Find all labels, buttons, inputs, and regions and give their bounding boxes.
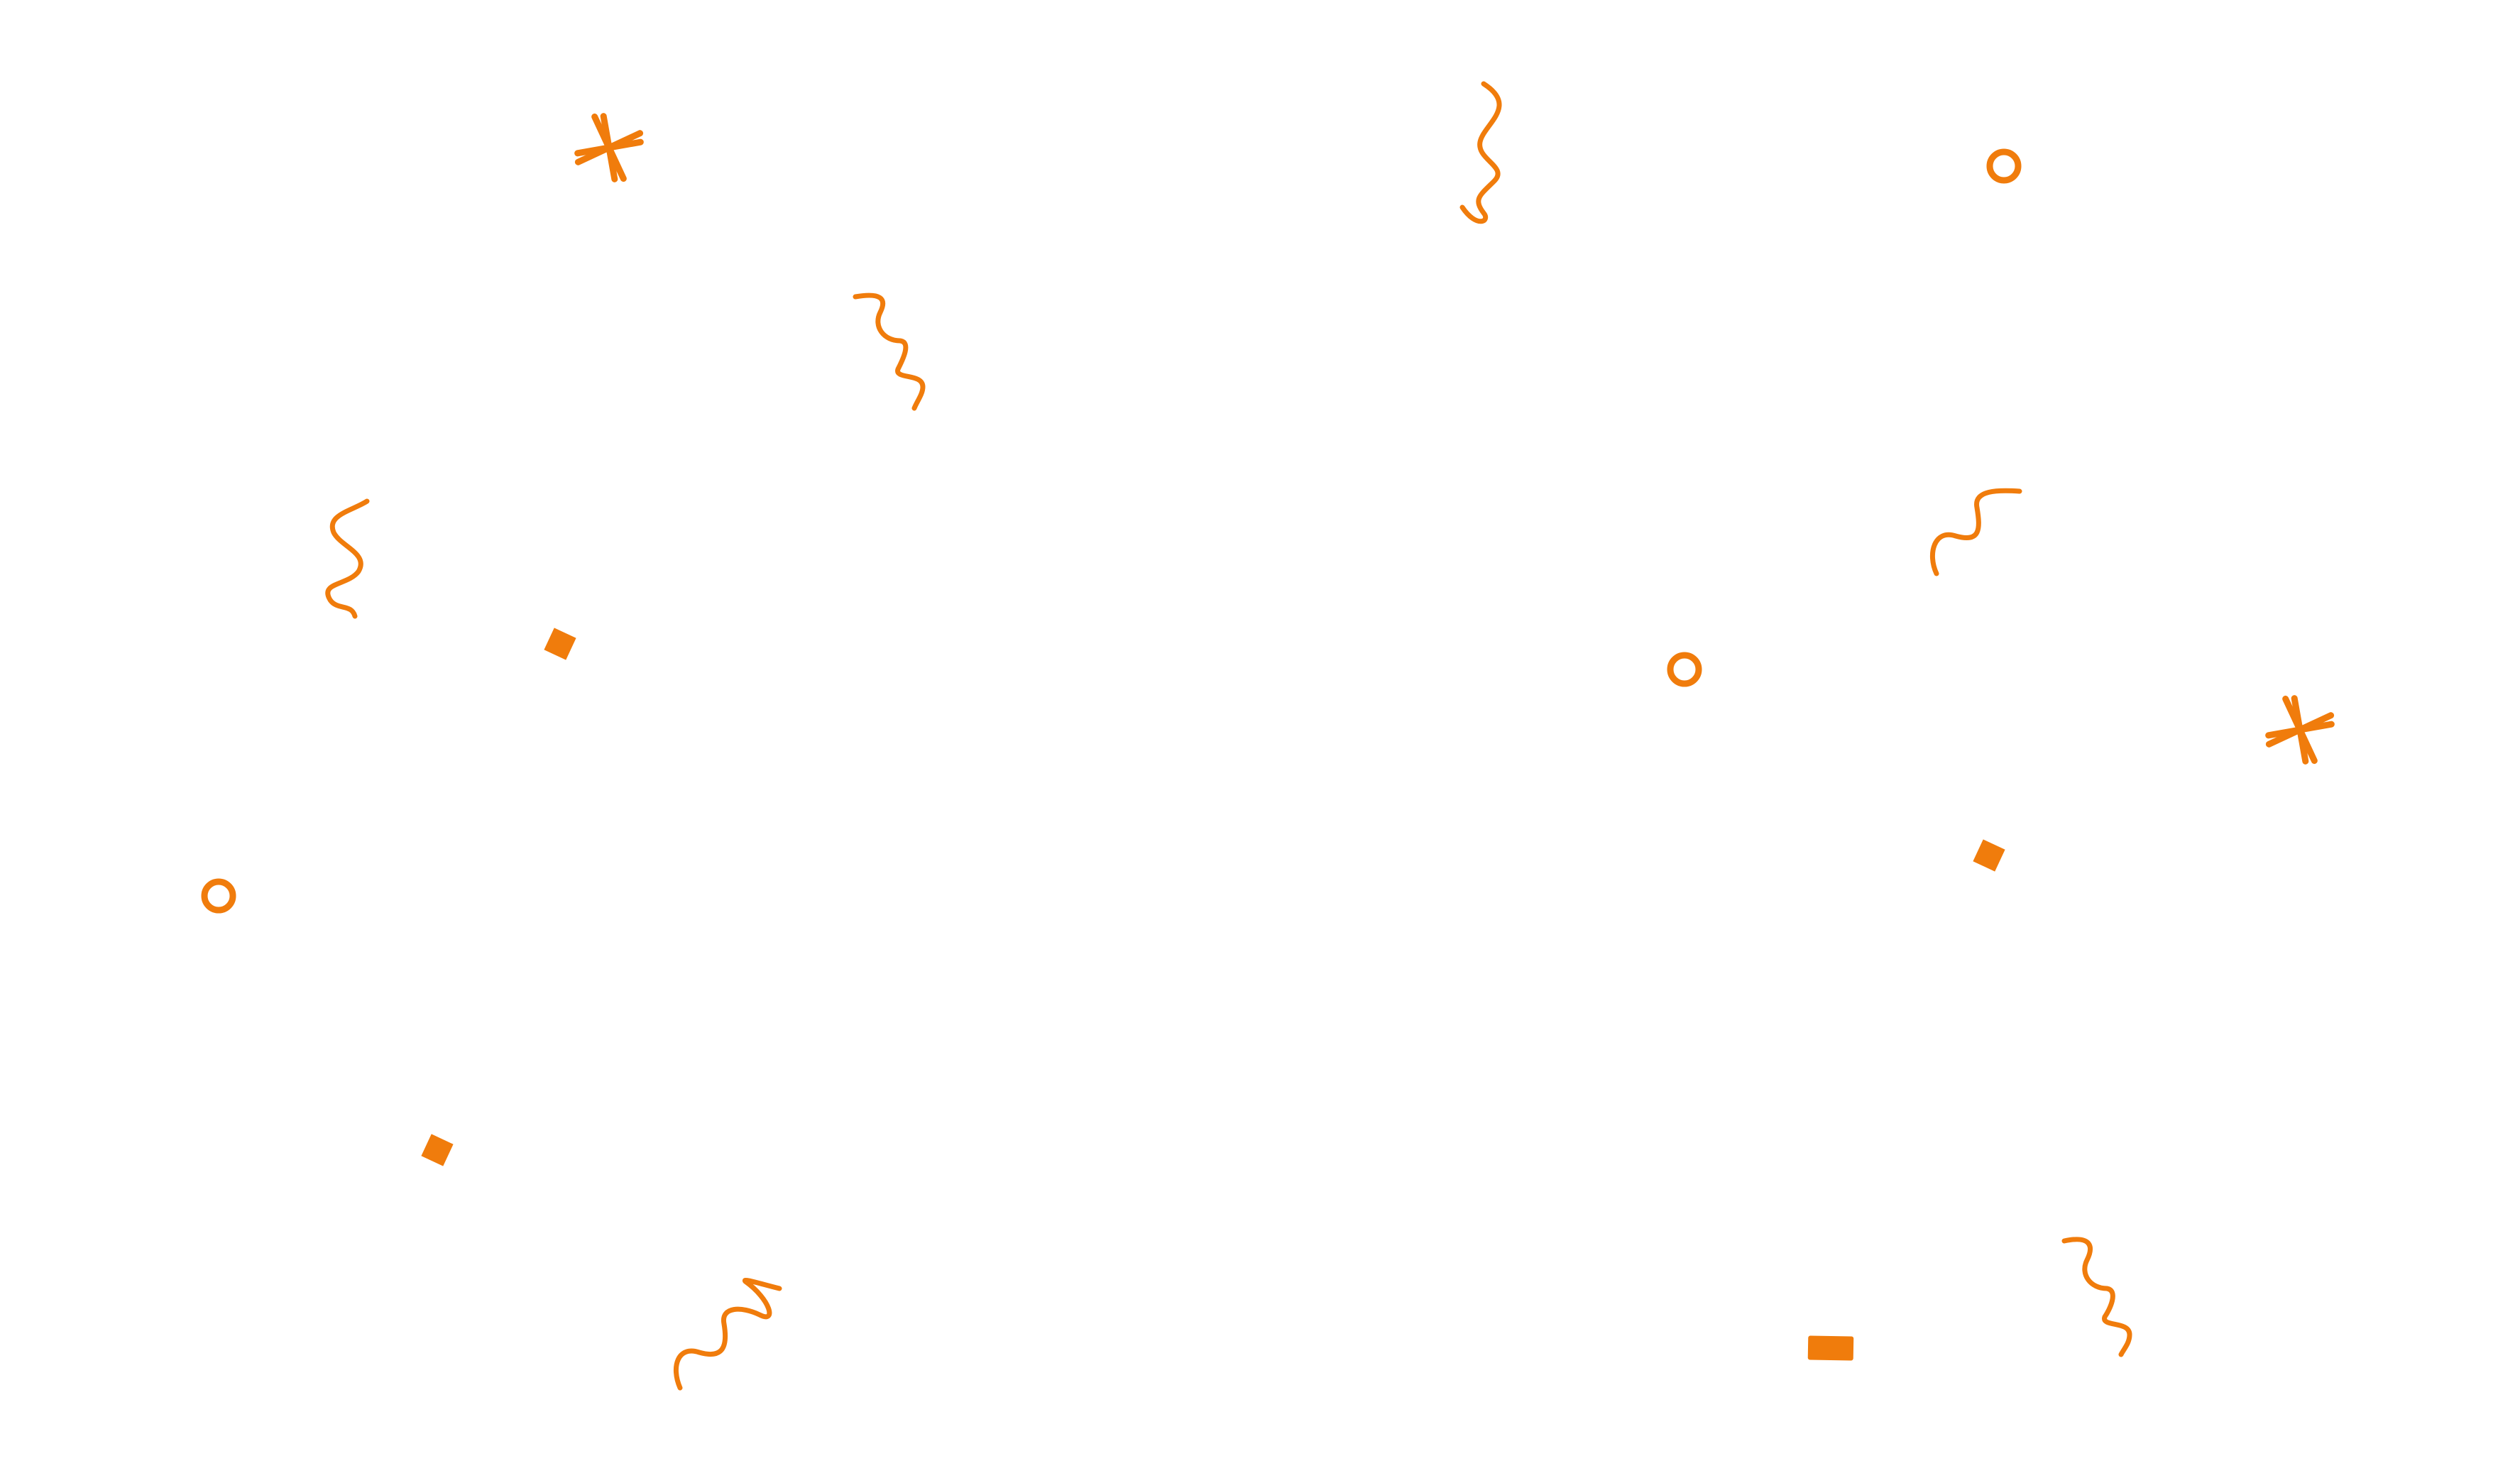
squiggle-icon [1459, 81, 1502, 224]
squiggle-icon [673, 1277, 782, 1391]
squiggle-icon [325, 498, 370, 619]
squiggle-icon [1929, 488, 2022, 576]
diamond-icon [421, 1134, 454, 1166]
asterisk-icon [574, 113, 644, 182]
ring-icon [1667, 652, 1702, 687]
ring-icon [201, 878, 236, 914]
asterisk-icon [2265, 695, 2335, 765]
squiggle-icon [2061, 1237, 2132, 1357]
squiggle-icon [853, 292, 926, 411]
ring-icon [1986, 148, 2022, 184]
diamond-icon [544, 628, 576, 660]
rectangle-icon [1807, 1335, 1854, 1361]
diamond-icon [1973, 839, 2005, 872]
